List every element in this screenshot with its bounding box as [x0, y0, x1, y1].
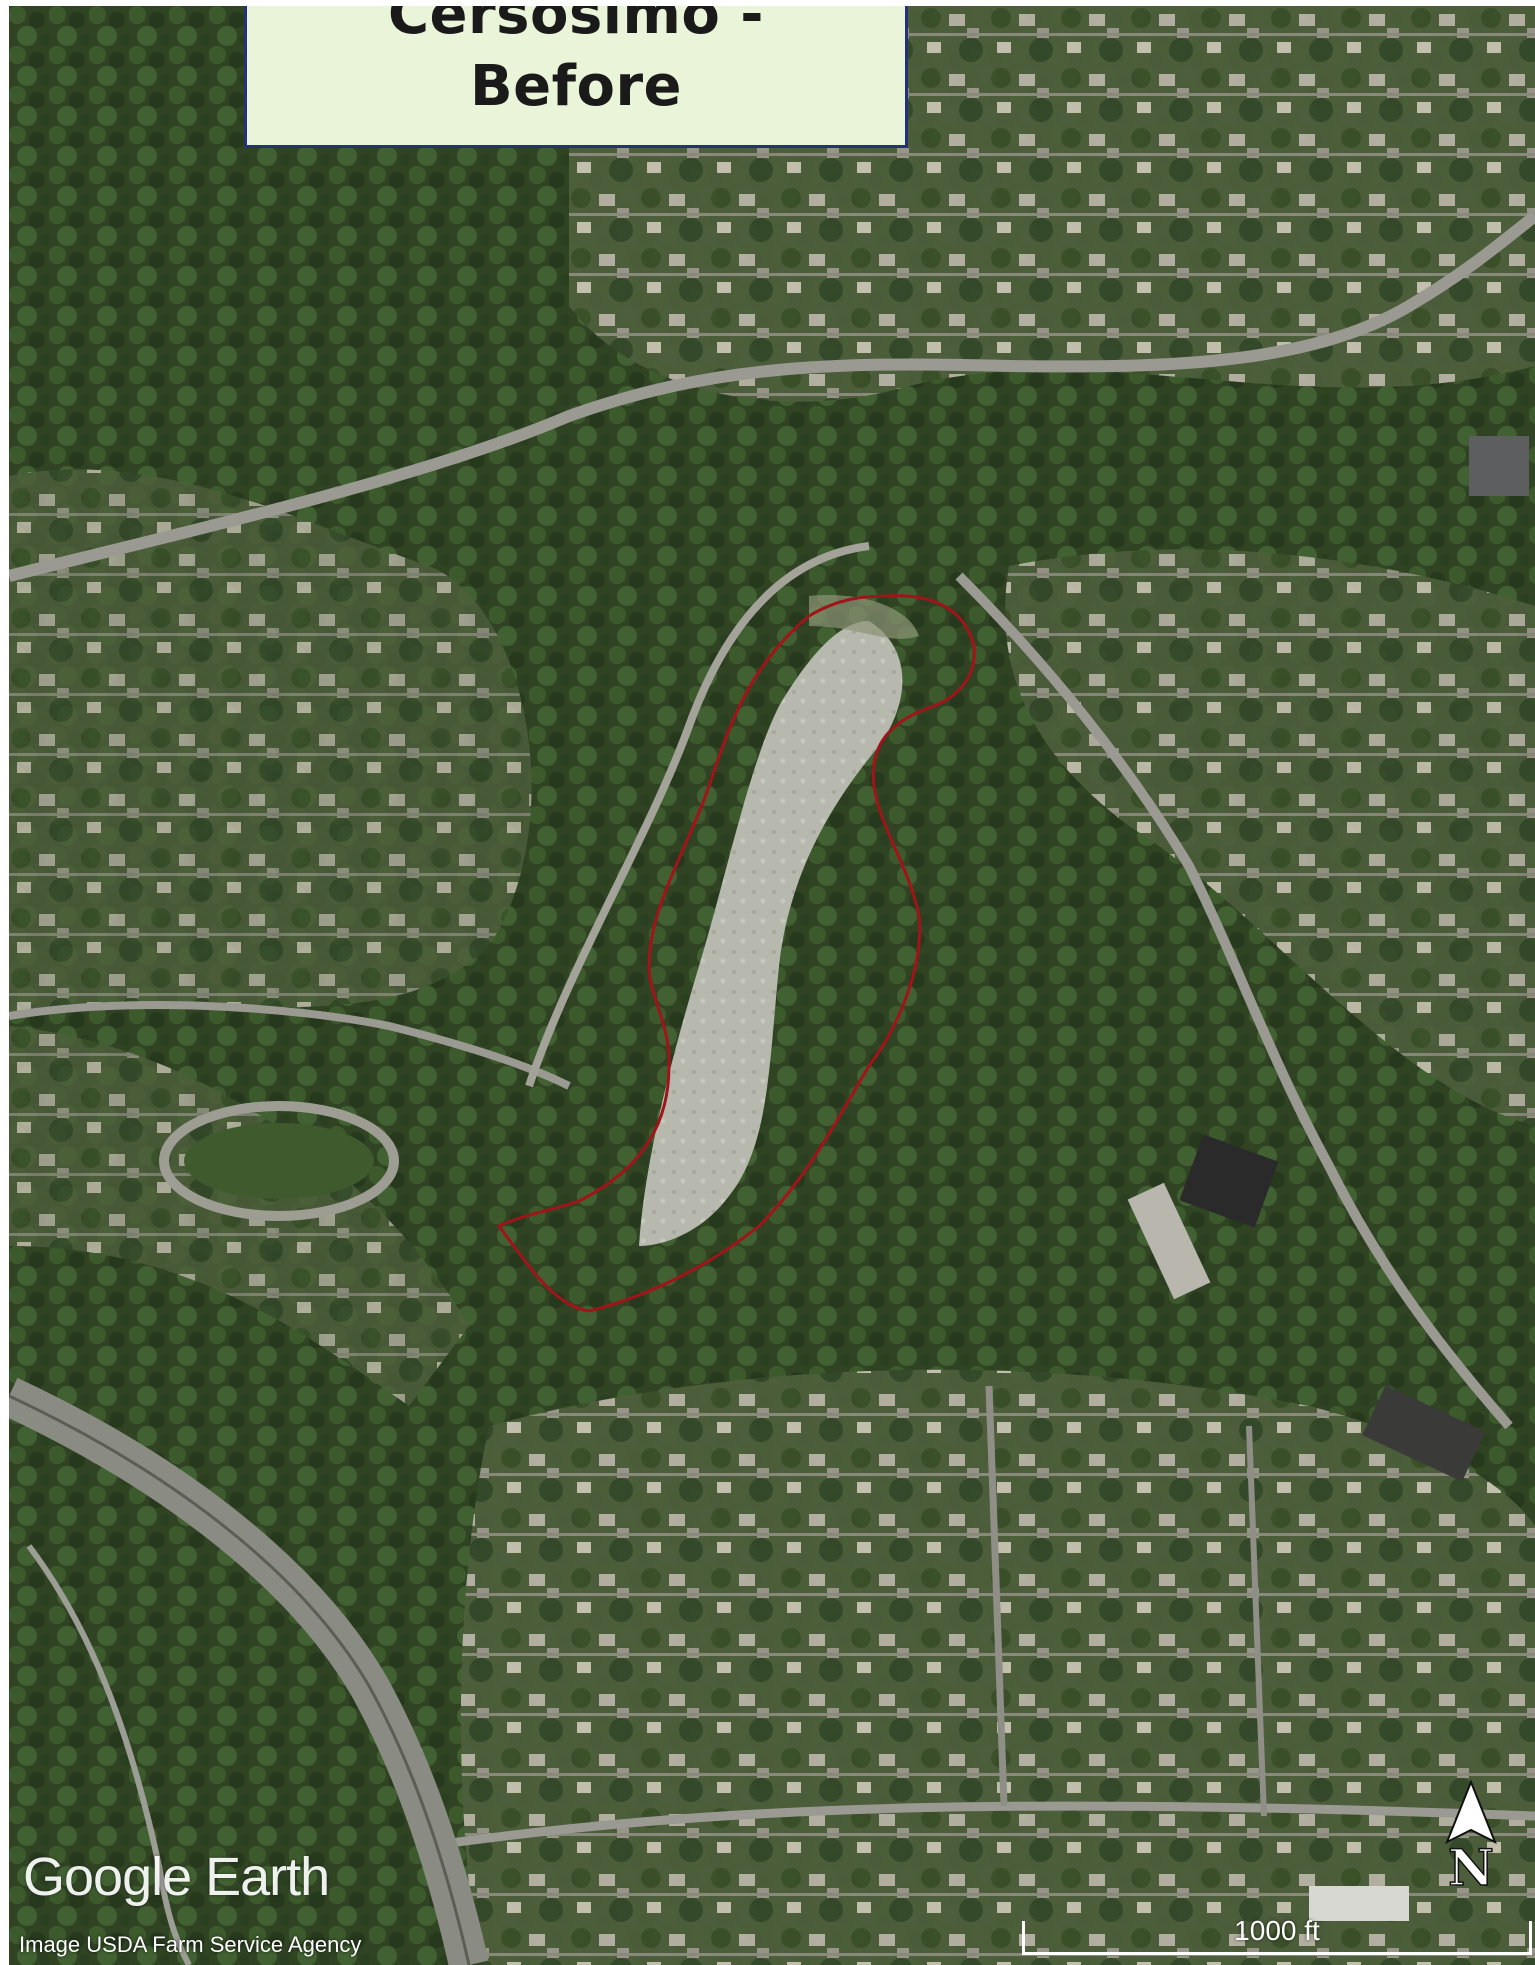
- north-arrow-icon: [1445, 1779, 1497, 1845]
- north-arrow: N: [1441, 1778, 1501, 1898]
- gravel-clearing: [639, 621, 903, 1246]
- west-road: [9, 1001, 571, 1090]
- scale-tick-left: [1022, 1921, 1025, 1955]
- south-street-2: [1246, 1425, 1267, 1817]
- satellite-map[interactable]: Cersosimo - Before Google Earth Image US…: [9, 6, 1535, 1965]
- main-road-north: [9, 211, 1535, 582]
- map-title-line-2: Before: [469, 54, 683, 119]
- scale-tick-right: [1529, 1921, 1532, 1955]
- imagery-credit: Image USDA Farm Service Agency: [19, 1932, 362, 1957]
- map-title-box: Cersosimo - Before: [244, 6, 908, 148]
- residential-east: [1005, 549, 1535, 1126]
- residential-west: [9, 469, 532, 1016]
- building-mill: [1362, 1385, 1486, 1482]
- map-canvas: [9, 6, 1535, 1965]
- building-block: [1469, 436, 1529, 496]
- scale-line: [1022, 1952, 1532, 1955]
- scale-bar: 1000 ft: [1022, 1915, 1532, 1959]
- south-road: [428, 1801, 1535, 1851]
- building-strip: [1127, 1182, 1211, 1300]
- south-street: [985, 1385, 1008, 1807]
- building-south: [1309, 1886, 1409, 1921]
- building-large: [1179, 1134, 1279, 1228]
- ramp: [26, 1544, 192, 1965]
- north-label: N: [1447, 1837, 1494, 1898]
- east-road: [955, 572, 1513, 1430]
- highway-median: [9, 1394, 471, 1965]
- google-earth-logo: Google Earth: [23, 1847, 330, 1907]
- scale-label: 1000 ft: [1234, 1915, 1320, 1946]
- map-title-line-1: Cersosimo -: [387, 6, 765, 47]
- site-boundary: [496, 594, 976, 1313]
- loop-road: [159, 1101, 399, 1221]
- loop-center: [184, 1123, 374, 1199]
- crescent-road: [525, 542, 870, 1088]
- clearing-edge: [809, 595, 919, 639]
